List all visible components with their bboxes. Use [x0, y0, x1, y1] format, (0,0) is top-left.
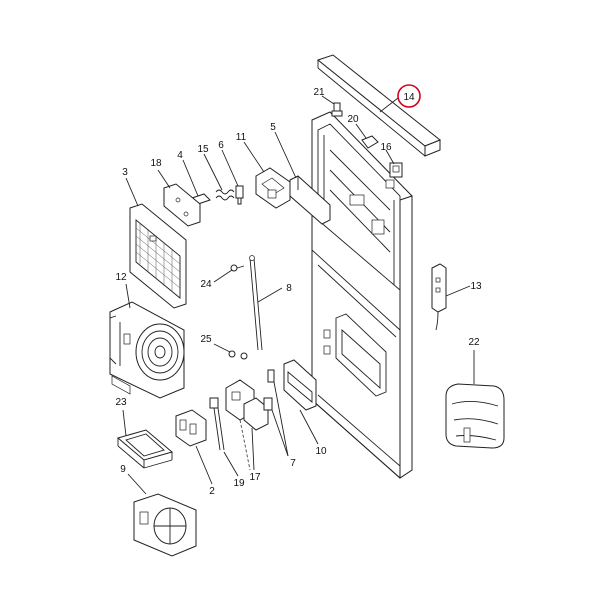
callout-labels: 14 21 20 16 5 11 6 15 4 18 3 24 8 13 12 … [115, 87, 482, 497]
callout-22[interactable]: 22 [468, 337, 480, 348]
main-cabinet-panel [311, 111, 413, 479]
part-12-blower [109, 301, 185, 399]
part-18-plate [163, 183, 201, 227]
callout-21[interactable]: 21 [313, 87, 325, 98]
part-17-housing [225, 379, 269, 471]
callout-9[interactable]: 9 [120, 464, 126, 475]
part-2-switch-block [175, 409, 207, 447]
part-13-control [431, 263, 447, 331]
callout-17[interactable]: 17 [249, 472, 261, 483]
part-20-clip [361, 135, 379, 149]
callout-4[interactable]: 4 [177, 150, 183, 161]
part-11-bracket [255, 167, 291, 209]
part-22-pouch [445, 383, 505, 449]
part-10-gasket [283, 359, 317, 411]
callout-10[interactable]: 10 [315, 446, 327, 457]
callout-19[interactable]: 19 [233, 478, 245, 489]
callout-7[interactable]: 7 [290, 458, 296, 469]
callout-18[interactable]: 18 [150, 158, 162, 169]
callout-3[interactable]: 3 [122, 167, 128, 178]
part-19-rod [209, 397, 225, 451]
callout-11[interactable]: 11 [236, 132, 247, 143]
callout-25[interactable]: 25 [200, 334, 212, 345]
callout-2[interactable]: 2 [209, 486, 215, 497]
part-3-filter [129, 203, 187, 309]
callout-14[interactable]: 14 [403, 92, 415, 103]
part-23-tray [116, 429, 174, 469]
callout-5[interactable]: 5 [270, 122, 276, 133]
part-8-rod [249, 255, 263, 351]
callout-20[interactable]: 20 [347, 114, 359, 125]
part-15-spring [215, 189, 235, 201]
callout-23[interactable]: 23 [115, 397, 127, 408]
part-25-screw [228, 350, 248, 360]
callout-8[interactable]: 8 [286, 283, 292, 294]
callout-15[interactable]: 15 [197, 144, 209, 155]
leader-lines [122, 95, 475, 495]
part-21-screw [331, 102, 343, 117]
part-6-component [235, 185, 244, 205]
part-9-damper [133, 493, 197, 557]
callout-12[interactable]: 12 [115, 272, 127, 283]
callout-13[interactable]: 13 [470, 281, 482, 292]
part-14-top-trim [316, 54, 441, 157]
callout-6[interactable]: 6 [218, 140, 224, 151]
callout-16[interactable]: 16 [380, 142, 392, 153]
callout-24[interactable]: 24 [200, 279, 212, 290]
highlight-circle-14 [397, 84, 421, 108]
part-16-switch [389, 162, 403, 178]
part-24-screw [230, 264, 245, 272]
part-7-connectors [263, 369, 275, 411]
